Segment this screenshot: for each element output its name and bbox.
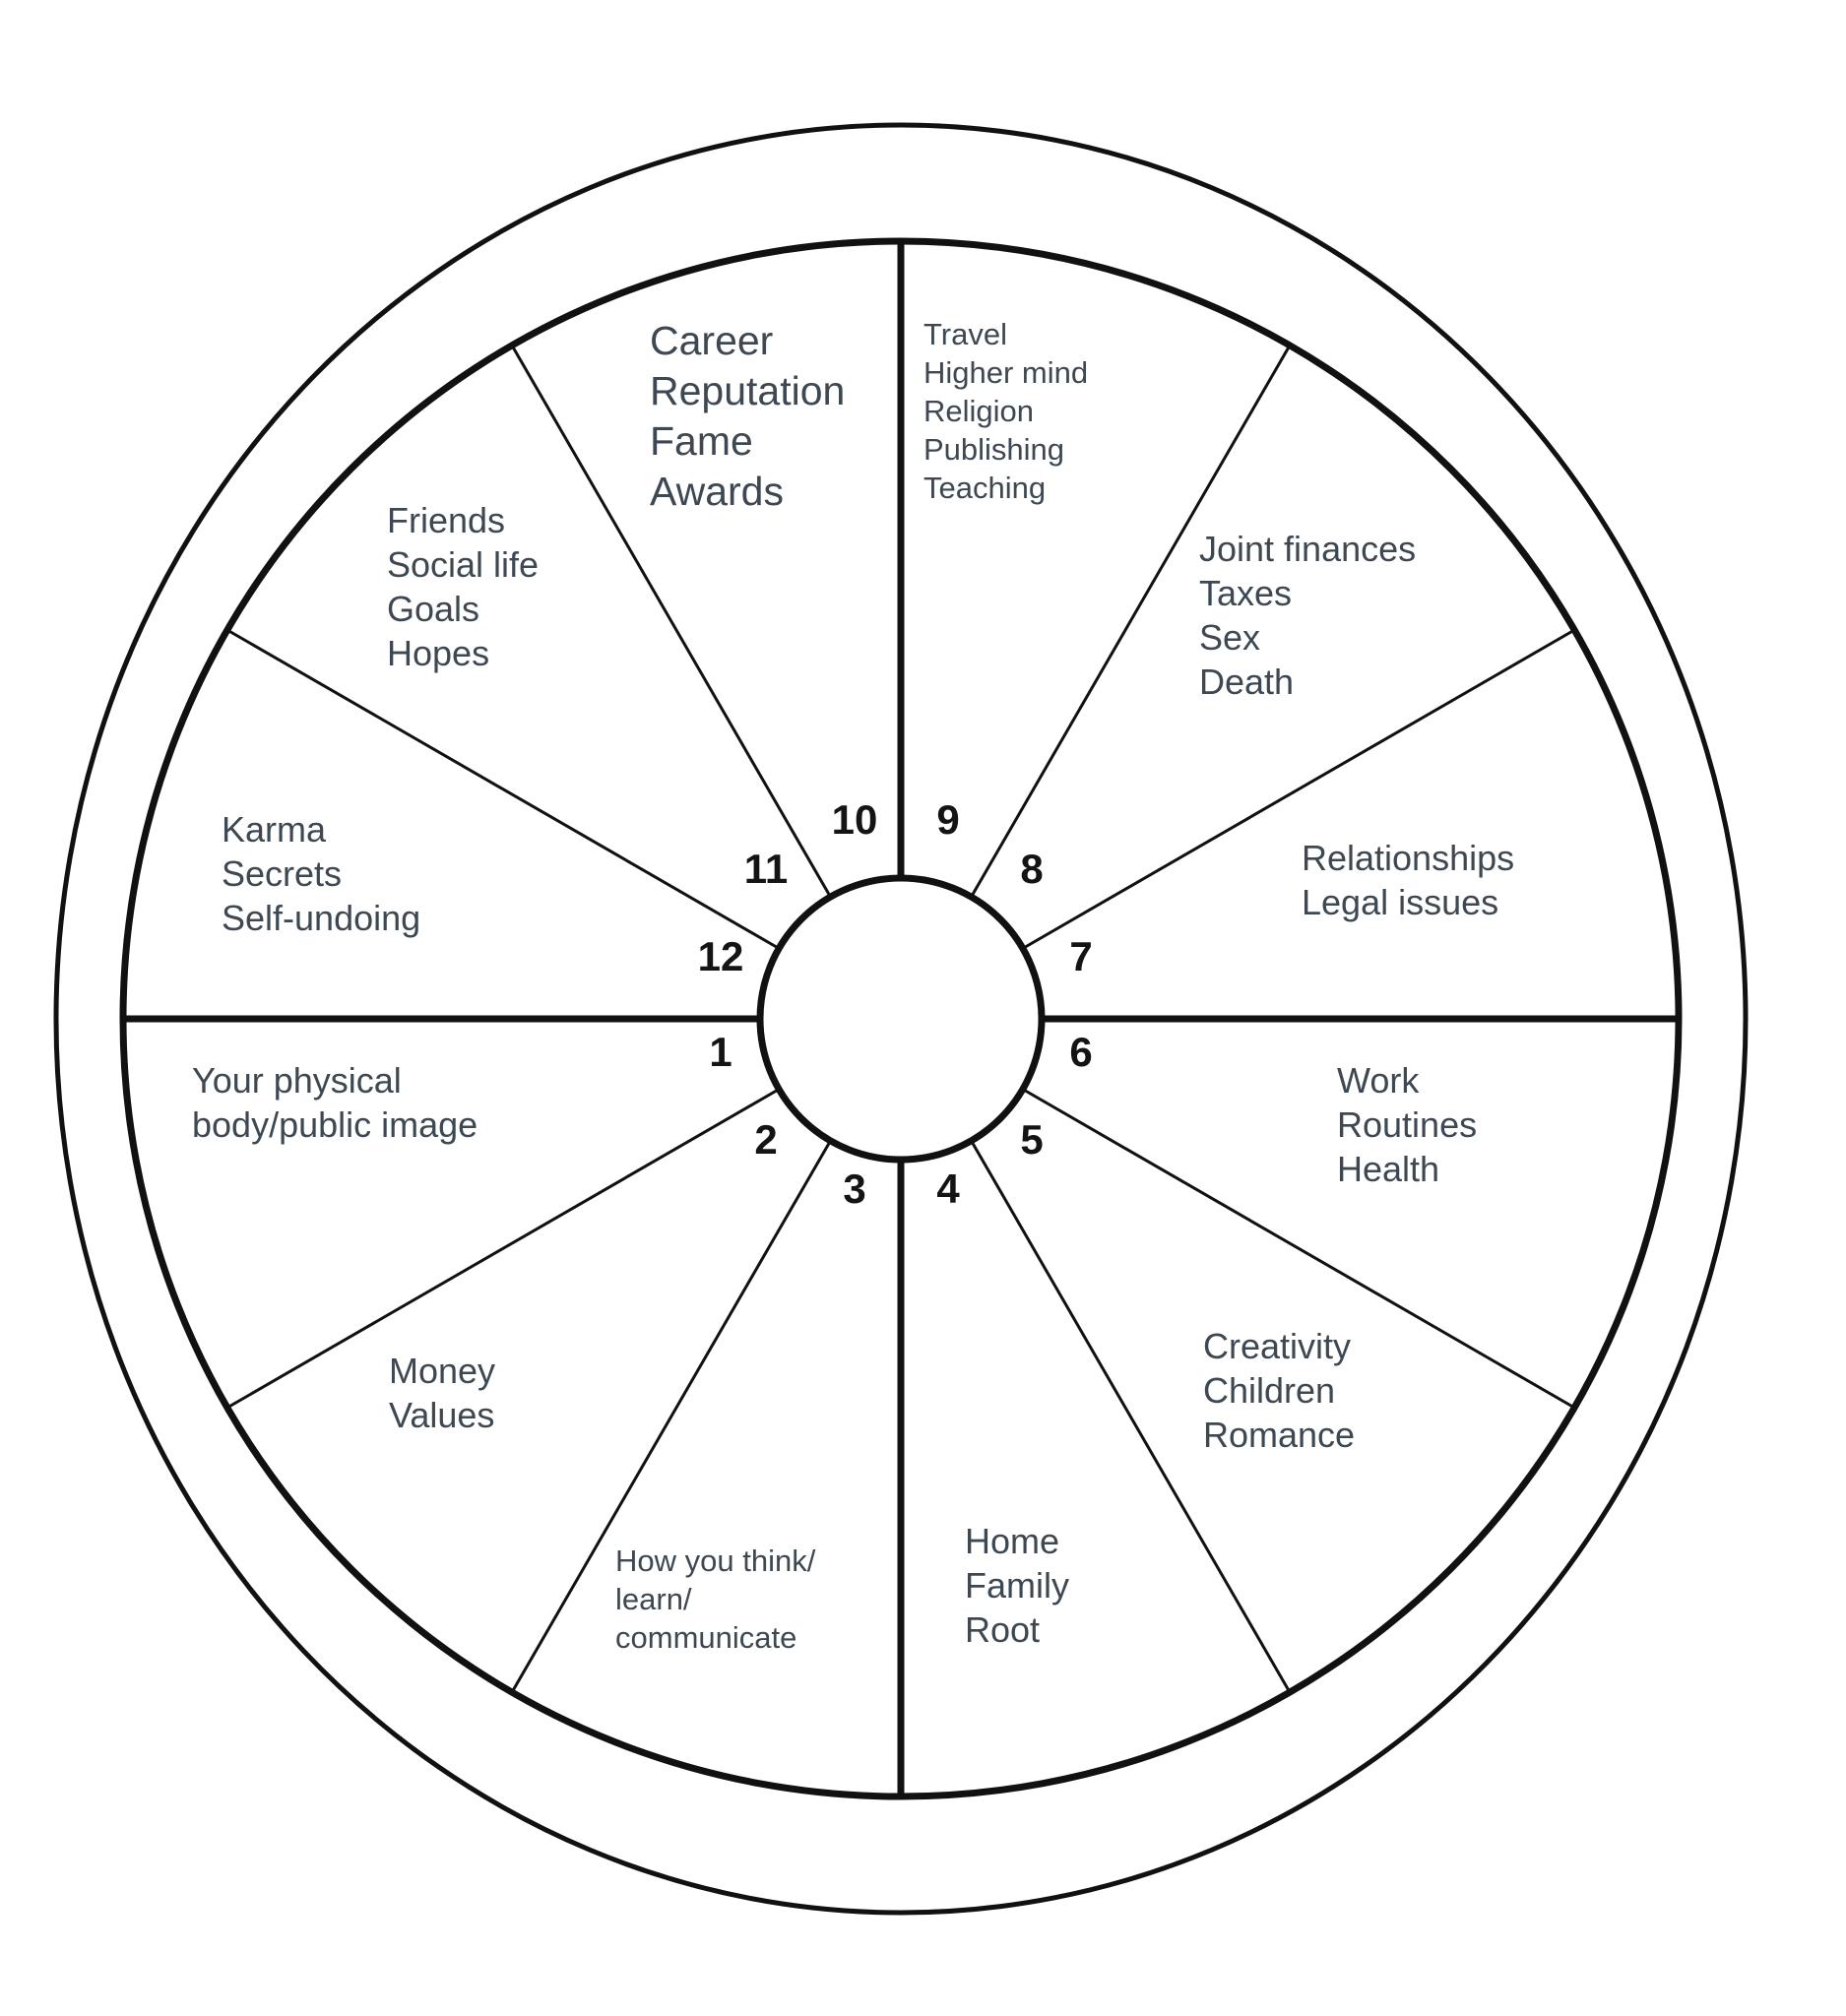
house-label-line: communicate [615, 1620, 796, 1655]
house-number-12: 12 [698, 933, 744, 979]
house-number-7: 7 [1069, 933, 1092, 979]
house-label-line: Romance [1203, 1415, 1355, 1455]
house-label-line: Family [965, 1565, 1069, 1606]
house-label-line: Values [389, 1395, 494, 1435]
house-label-line: Children [1203, 1370, 1335, 1411]
house-label-line: Career [650, 318, 773, 363]
house-label-line: Routines [1337, 1104, 1477, 1145]
house-label-line: Awards [650, 469, 784, 514]
house-number-3: 3 [843, 1166, 865, 1212]
cusp-line [970, 345, 1292, 898]
house-label-line: Reputation [650, 368, 845, 413]
house-label-line: Relationships [1302, 838, 1514, 878]
house-label-line: Health [1337, 1149, 1439, 1189]
cusp-line [226, 628, 780, 950]
house-label-line: Sex [1199, 617, 1260, 658]
house-number-10: 10 [832, 796, 878, 843]
house-number-11: 11 [744, 846, 788, 892]
cusp-line [1022, 1088, 1575, 1410]
house-number-1: 1 [709, 1029, 732, 1075]
house-label-line: Taxes [1199, 573, 1292, 613]
chart-angle-axes [123, 241, 1679, 1796]
house-label-line: Root [965, 1609, 1040, 1650]
house-label-line: body/public image [192, 1104, 477, 1145]
house-label-line: Fame [650, 418, 753, 464]
house-number-4: 4 [936, 1166, 960, 1212]
house-label-line: Teaching [923, 471, 1046, 505]
house-label-line: Work [1337, 1060, 1420, 1101]
cusp-line [510, 345, 832, 898]
inner-hub-circle [756, 874, 1046, 1164]
house-number-9: 9 [936, 796, 959, 843]
house-number-2: 2 [754, 1116, 777, 1163]
house-label-line: Home [965, 1521, 1059, 1561]
house-label-line: Death [1199, 662, 1294, 702]
cusp-line [970, 1140, 1292, 1693]
house-label-line: How you think/ [615, 1544, 816, 1578]
house-label-line: Hopes [387, 633, 489, 673]
house-label-line: Creativity [1203, 1326, 1351, 1366]
house-label-line: Higher mind [923, 355, 1088, 390]
outer-ring-circle [53, 122, 1749, 1916]
house-cusp-lines [226, 345, 1575, 1693]
house-label-line: Karma [222, 809, 327, 850]
cusp-line [226, 1088, 780, 1410]
house-label-line: Religion [923, 394, 1034, 428]
house-label-line: learn/ [615, 1582, 692, 1616]
house-number-5: 5 [1020, 1116, 1043, 1163]
house-label-line: Money [389, 1351, 495, 1391]
house-label-line: Publishing [923, 432, 1064, 467]
house-label-line: Goals [387, 589, 479, 629]
house-label-line: Self-undoing [222, 898, 420, 938]
house-label-line: Your physical [192, 1060, 402, 1101]
house-number-8: 8 [1020, 846, 1043, 892]
house-label-line: Legal issues [1302, 882, 1498, 922]
house-label-3: How you think/learn/communicate [615, 1544, 816, 1655]
house-label-line: Social life [387, 544, 539, 585]
house-label-line: Joint finances [1199, 529, 1416, 569]
house-label-line: Travel [923, 317, 1007, 351]
house-label-line: Secrets [222, 853, 342, 894]
cusp-line [510, 1140, 832, 1693]
house-number-6: 6 [1069, 1029, 1092, 1075]
house-label-line: Friends [387, 500, 505, 540]
cusp-line [1022, 628, 1575, 950]
